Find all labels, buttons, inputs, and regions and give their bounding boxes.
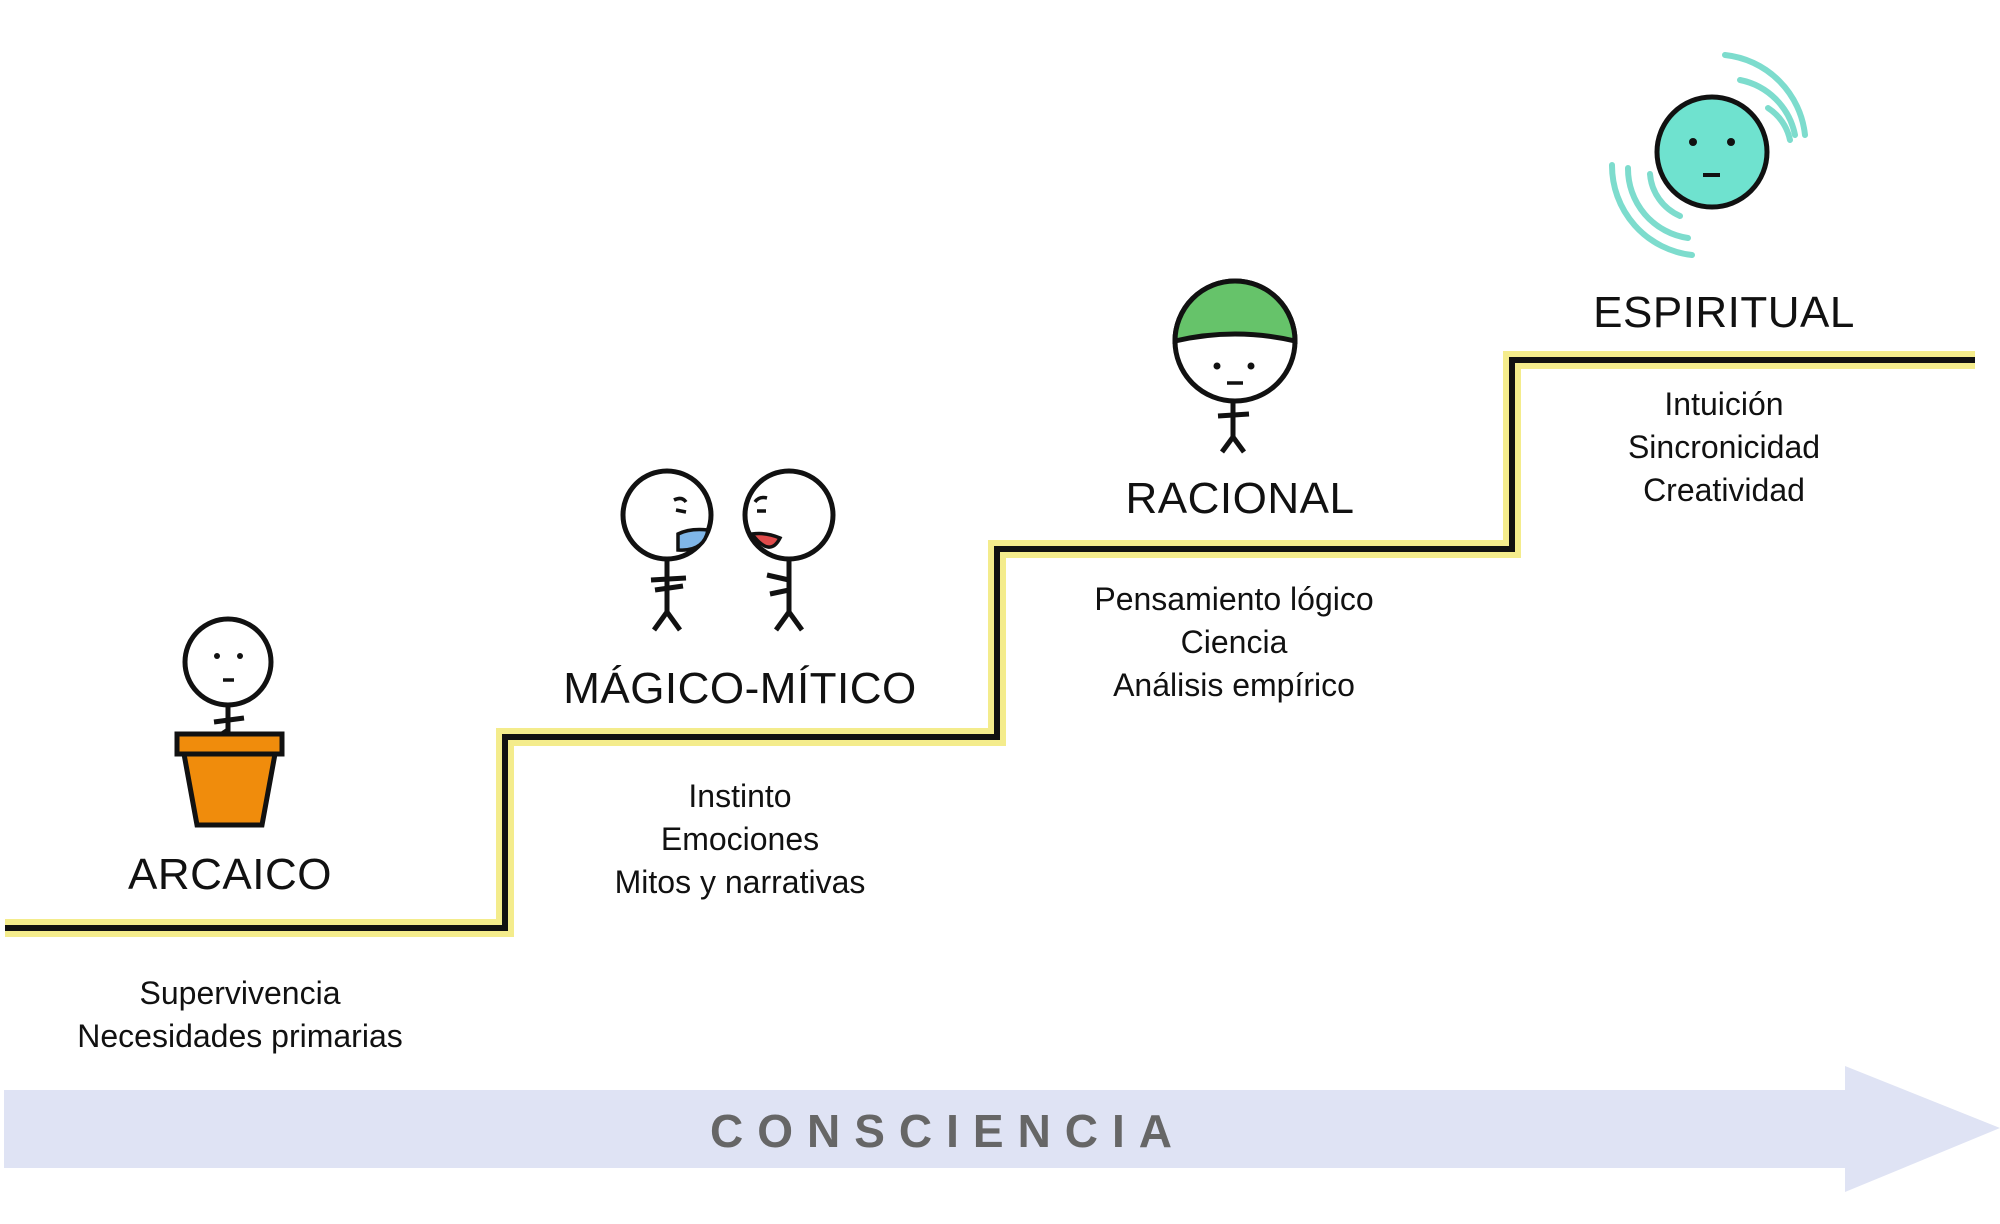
desc-item: Emociones (660, 821, 820, 857)
stage-title-arcaico: ARCAICO (128, 850, 332, 899)
desc-item: Supervivencia (139, 975, 341, 1011)
stage-title-espiritual: ESPIRITUAL (1593, 288, 1855, 337)
stage-desc-magico-mitico: Instinto Emociones Mitos y narrativas (615, 775, 866, 904)
desc-item: Necesidades primarias (77, 1018, 403, 1054)
desc-item: Pensamiento lógico (1094, 581, 1374, 617)
stage-title-magico-mitico: MÁGICO-MÍTICO (563, 664, 917, 713)
stage-desc-arcaico: Supervivencia Necesidades primarias (77, 972, 402, 1058)
desc-item: Análisis empírico (1113, 667, 1355, 703)
consciousness-arrow (4, 1066, 2000, 1192)
desc-item: Instinto (688, 778, 792, 814)
desc-item: Creatividad (1643, 472, 1805, 508)
desc-item: Sincronicidad (1627, 429, 1821, 465)
stage-desc-racional: Pensamiento lógico Ciencia Análisis empí… (1094, 578, 1373, 707)
staircase-line (5, 357, 1975, 931)
consciousness-axis-label: CONSCIENCIA (709, 1105, 1187, 1157)
potted-figure-icon (174, 616, 285, 828)
stage-desc-espiritual: Intuición Sincronicidad Creatividad (1628, 383, 1820, 512)
desc-item: Intuición (1664, 386, 1784, 422)
helmet-figure-icon (1172, 278, 1298, 454)
stage-title-racional: RACIONAL (1125, 474, 1355, 523)
glowing-face-icon (1608, 52, 1808, 258)
talking-figures-icon (620, 468, 836, 632)
desc-item: Ciencia (1180, 624, 1288, 660)
desc-item: Mitos y narrativas (614, 864, 866, 900)
